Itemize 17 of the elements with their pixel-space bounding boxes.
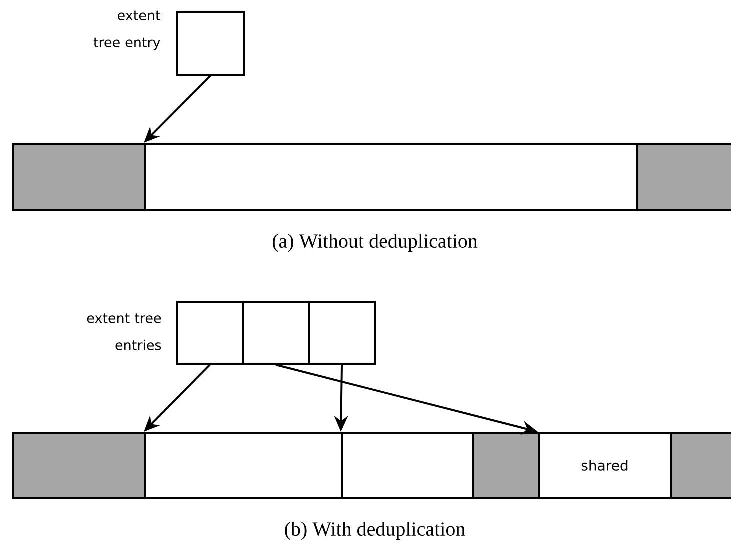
entry-box	[242, 301, 310, 365]
side-label: extent tree entries	[87, 314, 162, 350]
data-block	[341, 432, 474, 499]
data-block: shared	[538, 432, 672, 499]
data-block	[144, 143, 638, 211]
caption: (a) Without deduplication	[272, 234, 478, 252]
data-block	[636, 143, 731, 211]
entry-box	[308, 301, 376, 365]
entry-box	[176, 11, 245, 76]
caption: (b) With deduplication	[285, 522, 466, 540]
data-block	[144, 432, 343, 499]
data-block	[12, 143, 146, 211]
data-block	[12, 432, 146, 499]
side-label: extent tree entry	[94, 10, 160, 50]
data-block	[670, 432, 731, 499]
data-block	[472, 432, 540, 499]
entry-box	[176, 301, 244, 365]
